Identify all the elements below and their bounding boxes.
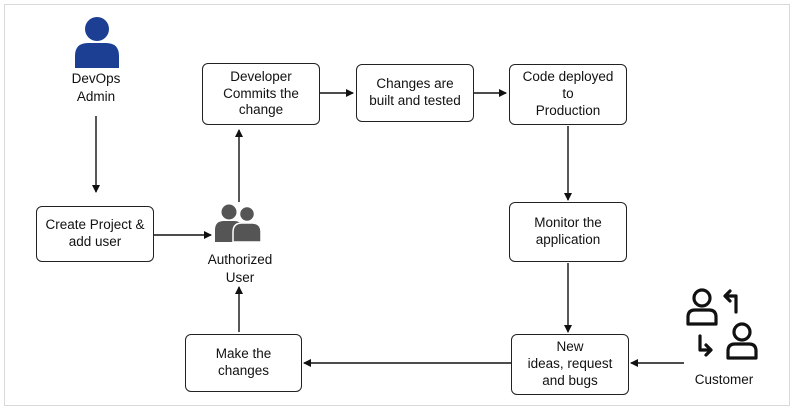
devops-admin-label: DevOps Admin	[71, 71, 121, 104]
customer-label: Customer	[694, 372, 754, 387]
authorized-user-label: Authorized User	[207, 252, 273, 285]
create-project-node: Create Project & add user	[36, 206, 154, 262]
new-ideas-node: New ideas, request and bugs	[511, 334, 629, 395]
users-icon	[215, 204, 262, 242]
code-deployed-node: Code deployed to Production	[509, 64, 627, 125]
monitor-node: Monitor the application	[509, 202, 627, 262]
person-icon	[75, 17, 119, 68]
changes-built-node: Changes are built and tested	[356, 64, 474, 122]
developer-commits-node: Developer Commits the change	[202, 63, 320, 125]
customer-exchange-icon	[686, 288, 758, 360]
make-changes-node: Make the changes	[185, 334, 302, 392]
diagram-frame	[4, 4, 790, 406]
